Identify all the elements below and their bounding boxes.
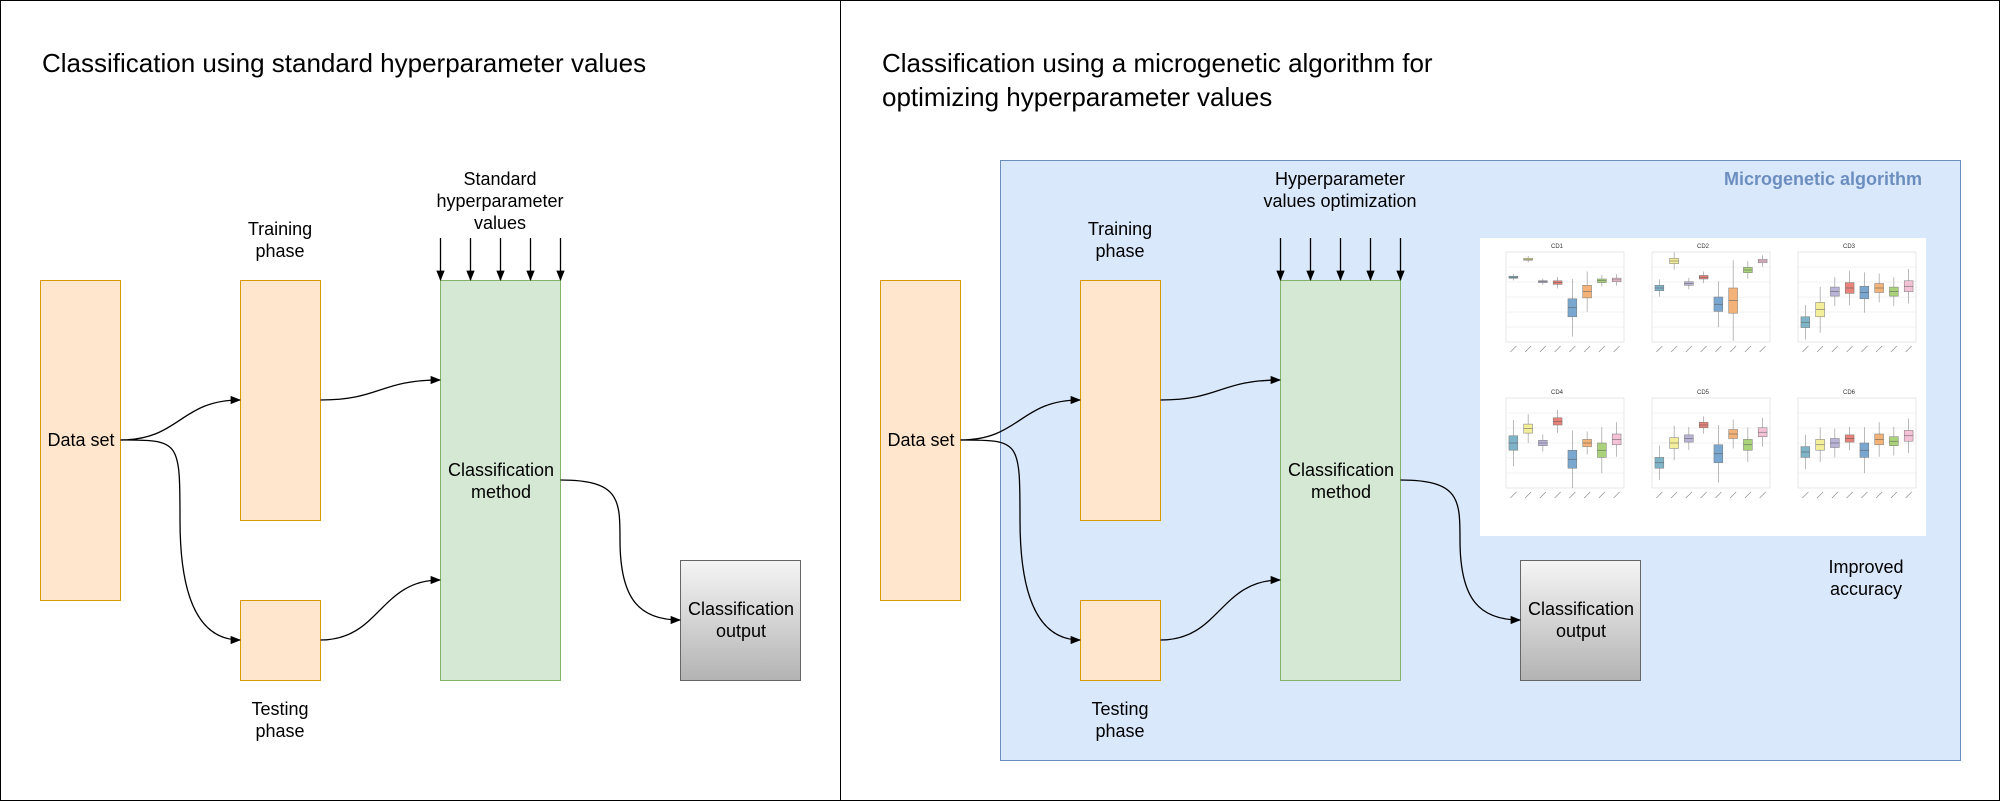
boxplot-cell: CD3	[1797, 244, 1917, 353]
right-dataset-box	[880, 280, 961, 601]
left-testing-label: Testing phase	[251, 699, 309, 741]
left-method-box	[440, 280, 561, 681]
right-panel-title-line2: optimizing hyperparameter values	[882, 82, 1273, 112]
improved-accuracy-label: Improved accuracy	[1828, 557, 1904, 599]
right-training-label: Training phase	[1087, 219, 1153, 261]
left-dataset-box	[40, 280, 121, 601]
boxplot-title: CD1	[1551, 244, 1564, 250]
right-testing-box	[1080, 600, 1161, 681]
left-hyper-arrows	[436, 238, 565, 282]
boxplot-title: CD6	[1843, 390, 1856, 396]
boxplot-cell: CD2	[1651, 244, 1771, 353]
left-method-label: Classification method	[447, 460, 555, 502]
left-output-box	[680, 560, 801, 681]
right-method-box	[1280, 280, 1401, 681]
right-panel-title-line1: Classification using a microgenetic algo…	[882, 48, 1433, 78]
right-connectors	[960, 375, 1522, 645]
boxplot-cell: CD1	[1505, 244, 1625, 353]
left-training-label: Training phase	[247, 219, 313, 261]
right-output-box	[1520, 560, 1641, 681]
right-testing-label: Testing phase	[1091, 699, 1149, 741]
right-hyper-arrows	[1276, 238, 1405, 282]
right-panel-title: Classification using a microgenetic algo…	[882, 46, 1582, 114]
left-panel-title: Classification using standard hyperparam…	[42, 48, 647, 78]
right-training-box	[1080, 280, 1161, 521]
left-hyperparameter-label: Standard hyperparameter values	[436, 169, 564, 233]
boxplot-title: CD4	[1551, 390, 1564, 396]
boxplot-cell: CD5	[1651, 390, 1771, 499]
boxplot-title: CD5	[1697, 390, 1710, 396]
right-method-label: Classification method	[1287, 460, 1395, 502]
left-training-box	[240, 280, 321, 521]
left-testing-box	[240, 600, 321, 681]
microgenetic-algorithm-label: Microgenetic algorithm	[1723, 169, 1922, 189]
right-dataset-label: Data set	[887, 430, 955, 450]
left-connectors	[120, 375, 682, 645]
right-output-label: Classification output	[1527, 599, 1635, 641]
left-output-label: Classification output	[687, 599, 795, 641]
right-hyperparameter-label: Hyperparameter values optimization	[1263, 169, 1417, 211]
boxplot-cell: CD4	[1505, 390, 1625, 499]
boxplot-cell: CD6	[1797, 390, 1917, 499]
boxplot-title: CD3	[1843, 244, 1856, 250]
boxplot-title: CD2	[1697, 244, 1710, 250]
left-dataset-label: Data set	[47, 430, 115, 450]
right-panel-border	[840, 0, 2000, 801]
